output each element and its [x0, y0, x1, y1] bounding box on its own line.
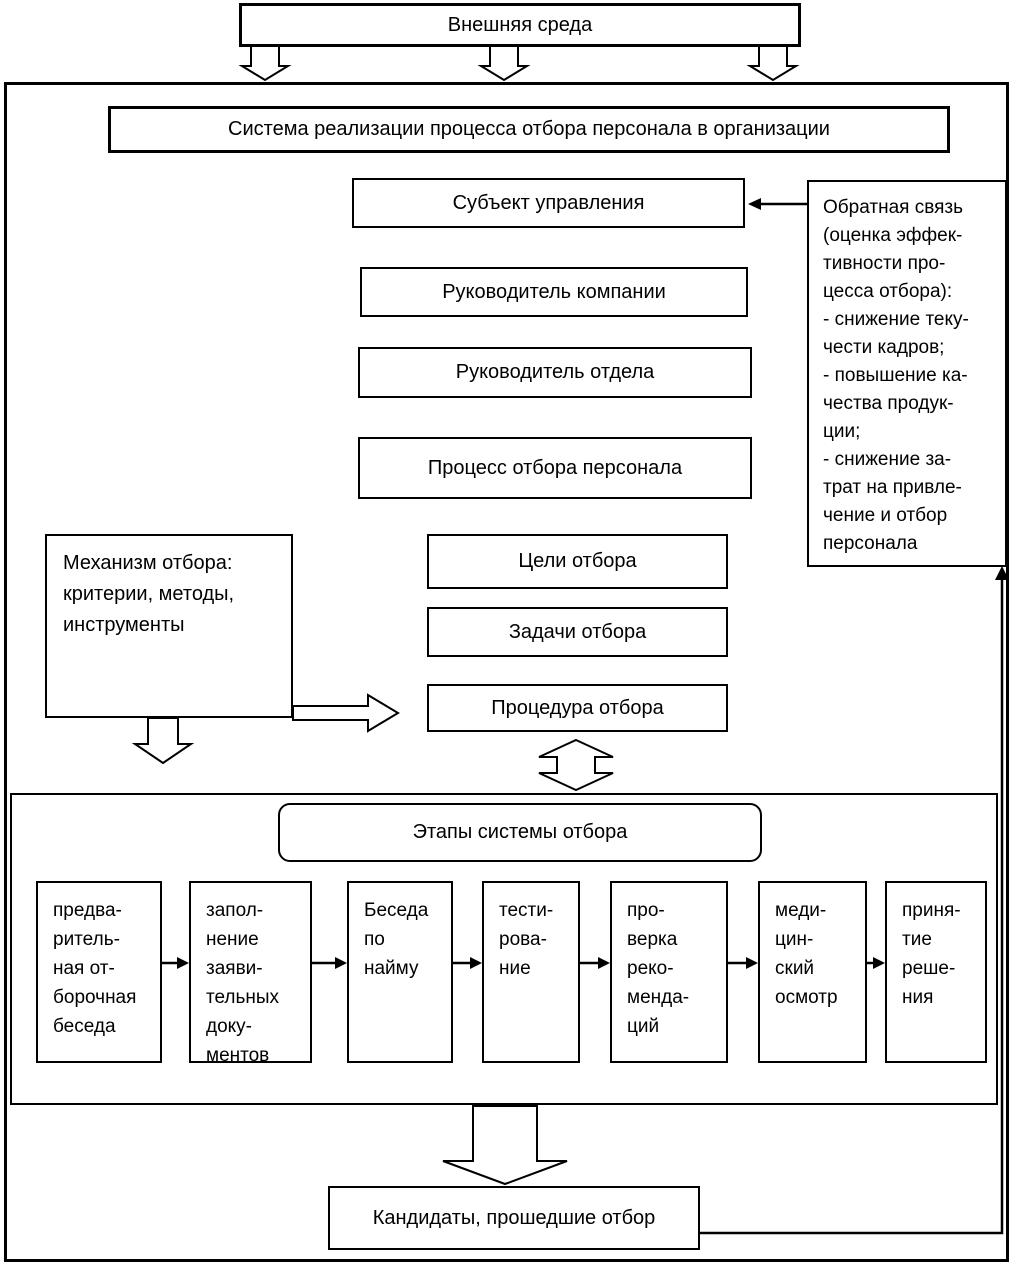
selection-procedure-label: Процедура отбора: [491, 696, 664, 719]
selection-tasks-label: Задачи отбора: [508, 620, 647, 643]
stage-box-decision: приня- тие реше- ния: [885, 881, 987, 1063]
department-head-label: Руководитель отдела: [455, 361, 655, 383]
stage-box-hiring-interview: Беседа по найму: [347, 881, 453, 1063]
company-head-box: Руководитель компании: [360, 267, 748, 317]
env-down-arrow-center: [477, 45, 531, 82]
external-environment-box: Внешняя среда: [239, 3, 801, 47]
feedback-box: Обратная связь (оценка эффек- тивности п…: [807, 180, 1007, 567]
stage-box-application-documents: запол- нение заяви- тельных доку- ментов: [189, 881, 312, 1066]
subject-management-label: Субъект управления: [452, 191, 645, 214]
stage-box-reference-check: про- верка реко- менда- ций: [610, 881, 728, 1063]
stages-title-box: Этапы системы отбора: [278, 803, 762, 862]
selection-process-box: Процесс отбора персонала: [358, 437, 752, 499]
stages-title-label: Этапы системы отбора: [412, 821, 628, 843]
selection-goals-box: Цели отбора: [427, 534, 728, 589]
system-title-label: Система реализации процесса отбора персо…: [228, 118, 830, 140]
stage-box-preliminary-interview: предва- ритель- ная от- борочная беседа: [36, 881, 162, 1063]
selection-procedure-box: Процедура отбора: [427, 684, 728, 732]
stage-box-medical-exam: меди- цин- ский осмотр: [758, 881, 867, 1063]
selection-process-label: Процесс отбора персонала: [427, 456, 683, 479]
mechanism-box: Механизм отбора: критерии, методы, инстр…: [45, 534, 293, 718]
stage-box-testing: тести- рова- ние: [482, 881, 580, 1063]
department-head-box: Руководитель отдела: [358, 347, 752, 398]
subject-management-box: Субъект управления: [352, 178, 745, 228]
company-head-label: Руководитель компании: [442, 280, 666, 303]
env-down-arrow-left: [238, 45, 292, 82]
selection-goals-label: Цели отбора: [518, 550, 637, 572]
env-down-arrow-right: [746, 45, 800, 82]
system-title-box: Система реализации процесса отбора персо…: [108, 106, 950, 153]
external-environment-label: Внешняя среда: [447, 13, 593, 36]
result-candidates-label: Кандидаты, прошедшие отбор: [372, 1206, 656, 1229]
result-candidates-box: Кандидаты, прошедшие отбор: [328, 1186, 700, 1250]
selection-tasks-box: Задачи отбора: [427, 607, 728, 657]
